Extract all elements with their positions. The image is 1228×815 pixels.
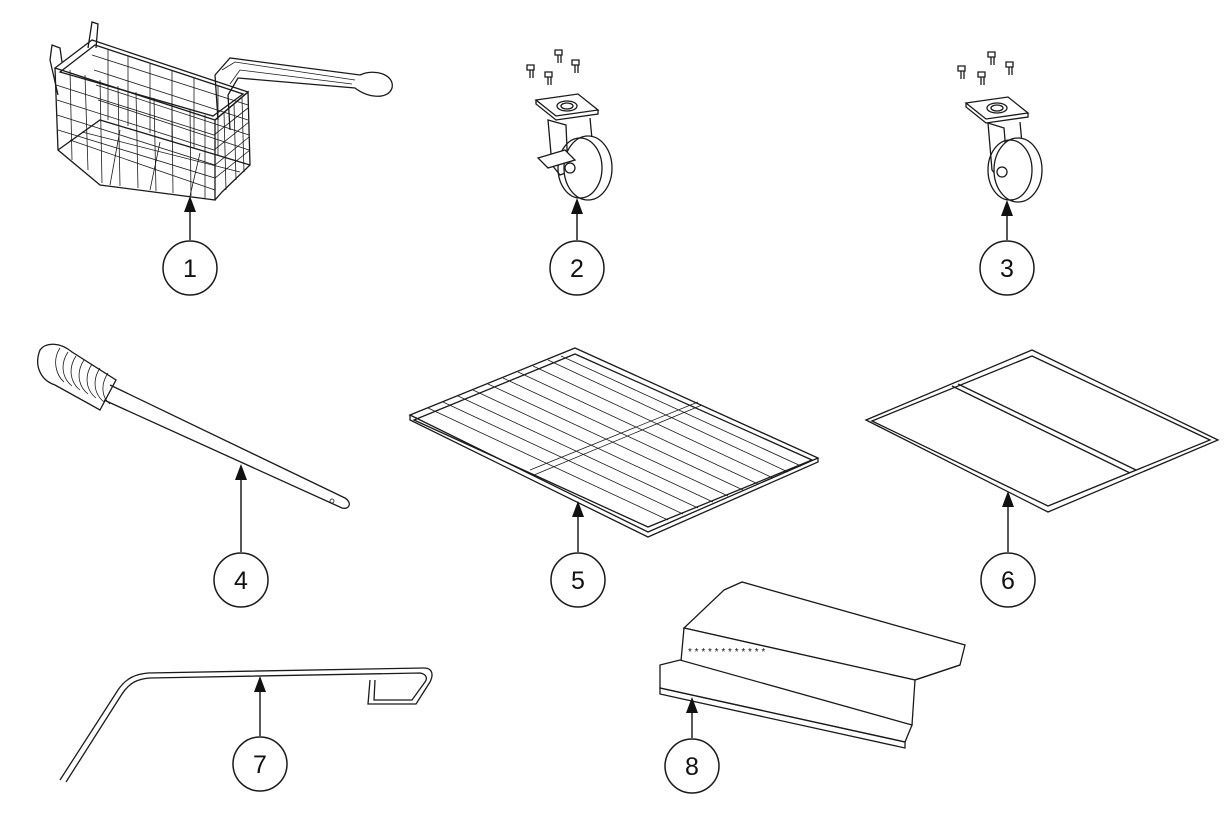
callout-2: 2 <box>549 240 605 296</box>
frame-rack-icon <box>864 349 1220 513</box>
callout-label: 1 <box>183 255 197 283</box>
fry-basket-icon <box>49 21 393 201</box>
callout-label: 2 <box>570 255 584 283</box>
callout-label: 3 <box>1000 255 1014 283</box>
callout-1: 1 <box>162 240 218 296</box>
callout-label: 7 <box>253 751 267 779</box>
callout-5: 5 <box>550 552 606 608</box>
caster-icon <box>957 51 1043 203</box>
callout-4: 4 <box>213 552 269 608</box>
callout-label: 4 <box>234 567 248 595</box>
rod-icon <box>37 343 350 509</box>
callout-label: 8 <box>685 753 699 781</box>
svg-text:* * * * * * * * * * * *: * * * * * * * * * * * * <box>688 647 765 658</box>
callout-label: 5 <box>571 567 585 595</box>
callout-6: 6 <box>980 552 1036 608</box>
callout-label: 6 <box>1001 567 1015 595</box>
callout-7: 7 <box>232 736 288 792</box>
rack-icon <box>408 347 820 538</box>
hook-icon <box>59 667 433 783</box>
caster-brake-icon <box>526 49 613 201</box>
callout-3: 3 <box>979 240 1035 296</box>
guard-icon: * * * * * * * * * * * * <box>659 581 966 749</box>
leader-lines <box>184 196 1014 738</box>
callout-8: 8 <box>664 738 720 794</box>
